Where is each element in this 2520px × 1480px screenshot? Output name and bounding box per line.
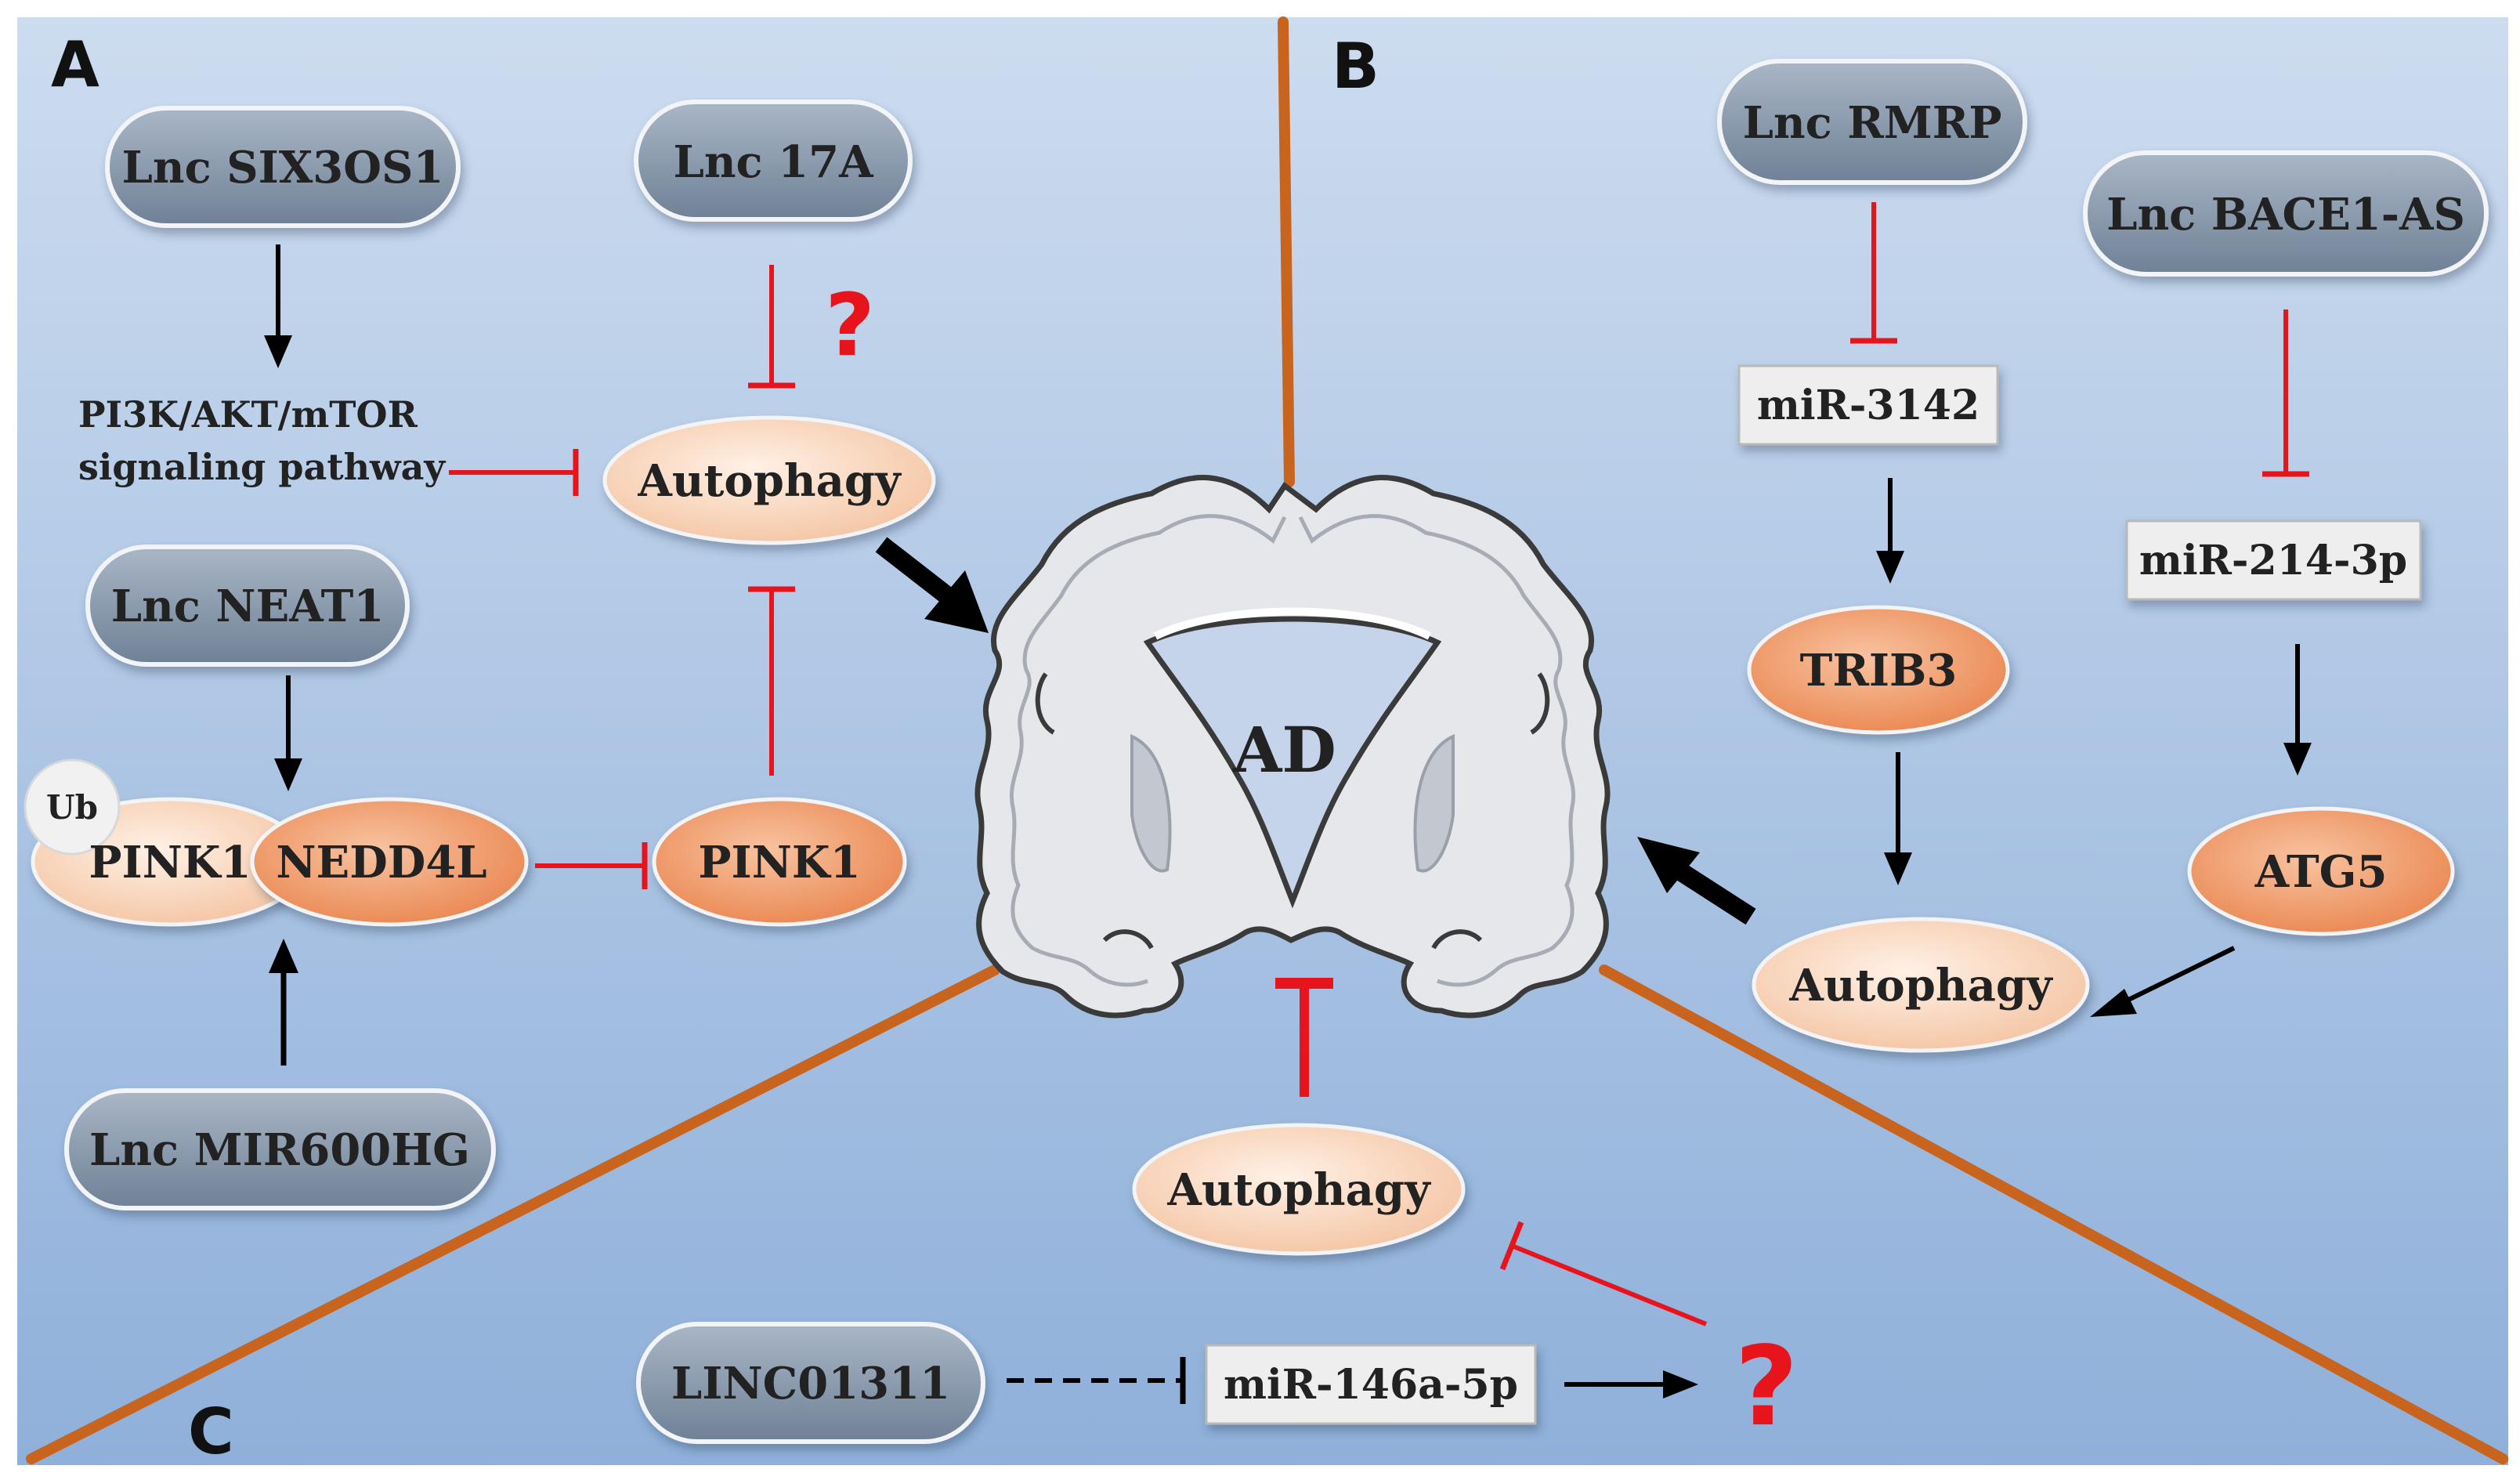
lnc-mir600hg-label: Lnc MIR600HG — [89, 1124, 470, 1176]
lnc-bace1-as-label: Lnc BACE1-AS — [2106, 189, 2465, 241]
lnc-rmrp-node: Lnc RMRP — [1717, 59, 2027, 185]
pathway-label-line2: signaling pathway — [78, 446, 446, 488]
panel-b-arrows — [1637, 202, 2312, 1017]
autophagy-node-c: Autophagy — [1132, 1123, 1466, 1256]
brain-icon — [974, 475, 1611, 1019]
mir-3142-node: miR-3142 — [1737, 364, 1999, 446]
autophagy-c-label: Autophagy — [1166, 1164, 1431, 1216]
lnc-17a-node: Lnc 17A — [634, 100, 913, 222]
lnc-neat1-node: Lnc NEAT1 — [85, 545, 410, 667]
pathway-label-line1: PI3K/AKT/mTOR — [78, 393, 418, 436]
lnc-rmrp-label: Lnc RMRP — [1743, 97, 2002, 149]
trib3-label: TRIB3 — [1800, 645, 1958, 697]
panel-c-arrows — [1007, 978, 1708, 1404]
autophagy-node-a: Autophagy — [602, 415, 936, 545]
mir-146a-5p-label: miR-146a-5p — [1224, 1361, 1518, 1409]
lnc-six3os1-label: Lnc SIX3OS1 — [122, 142, 444, 194]
autophagy-b-label: Autophagy — [1788, 960, 2053, 1011]
mir-214-3p-label: miR-214-3p — [2139, 537, 2407, 584]
pink1-complex-label: PINK1 — [89, 837, 251, 888]
panel-dividers — [26, 16, 2508, 1464]
pink1-node: PINK1 — [652, 797, 907, 927]
linc01311-label: LINC01311 — [671, 1358, 950, 1409]
ub-label: Ub — [46, 788, 98, 827]
lnc-17a-label: Lnc 17A — [673, 136, 874, 188]
panel-label-b: B — [1332, 30, 1379, 103]
mir-3142-label: miR-3142 — [1757, 382, 1979, 429]
autophagy-node-b: Autophagy — [1752, 917, 2090, 1053]
trib3-node: TRIB3 — [1747, 605, 2010, 735]
panel-label-c: C — [188, 1395, 234, 1468]
center-label-ad: AD — [1232, 713, 1336, 787]
mir-214-3p-node: miR-214-3p — [2125, 519, 2422, 601]
panel-label-a: A — [51, 28, 99, 101]
pink1-nedd4l-complex: Ub PINK1 NEDD4L — [24, 758, 529, 927]
pink1-label: PINK1 — [698, 837, 860, 888]
autophagy-a-label: Autophagy — [637, 455, 902, 507]
lnc-bace1-as-node: Lnc BACE1-AS — [2083, 150, 2489, 277]
panel-a-arrows — [264, 244, 989, 1066]
question-mark-icon: ? — [825, 275, 875, 375]
atg5-node: ATG5 — [2187, 806, 2455, 936]
atg5-label: ATG5 — [2254, 846, 2388, 898]
mir-146a-5p-node: miR-146a-5p — [1205, 1344, 1537, 1425]
linc01311-node: LINC01311 — [636, 1322, 985, 1444]
lnc-six3os1-node: Lnc SIX3OS1 — [105, 106, 461, 228]
lnc-mir600hg-node: Lnc MIR600HG — [64, 1088, 496, 1210]
question-mark-icon-c: ? — [1734, 1323, 1798, 1451]
nedd4l-label: NEDD4L — [276, 837, 486, 888]
lnc-neat1-label: Lnc NEAT1 — [111, 581, 385, 632]
